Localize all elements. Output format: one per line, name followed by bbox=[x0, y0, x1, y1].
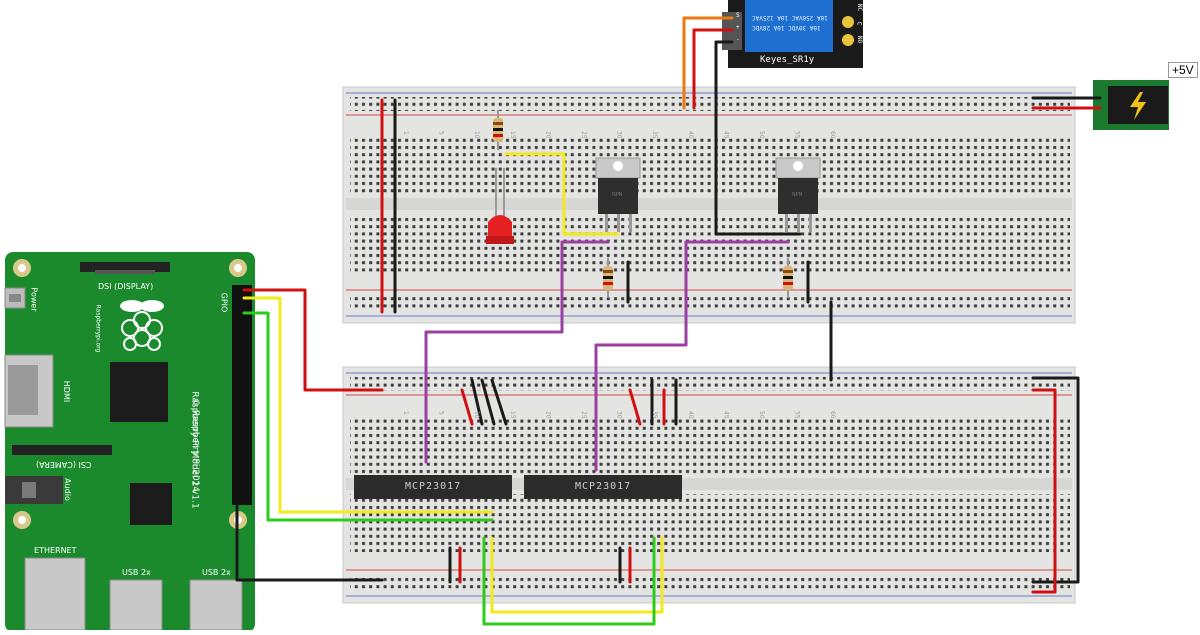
column-number-top-40: 40 bbox=[687, 131, 694, 139]
relay-term-no: NO bbox=[856, 35, 864, 44]
csi-label: CSI (CAMERA) bbox=[36, 460, 92, 469]
breadboard-top bbox=[342, 86, 1076, 324]
column-number-top-45: 45 bbox=[722, 131, 729, 139]
mcp23017-chip-2 bbox=[524, 475, 682, 499]
wire-yellow-i2c-chain bbox=[490, 536, 664, 614]
column-number-top-20: 20 bbox=[544, 131, 551, 139]
relay-pin-minus: - bbox=[736, 36, 740, 43]
column-number-bottom-15: 15 bbox=[509, 411, 516, 419]
chip2-label: MCP23017 bbox=[575, 481, 632, 492]
column-number-bottom-45: 45 bbox=[722, 411, 729, 419]
column-number-top-35: 35 bbox=[651, 131, 658, 139]
column-number-top-5: 5 bbox=[438, 131, 445, 135]
pi-model-line2: © Raspberry Pi 2014 bbox=[190, 397, 201, 493]
column-number-bottom-25: 25 bbox=[580, 411, 587, 419]
usb1-label: USB 2x bbox=[122, 568, 151, 577]
wire-yellow-led-transistor bbox=[504, 152, 620, 236]
wire-purple-chip2-t2 bbox=[594, 240, 790, 472]
resistor-2 bbox=[783, 258, 793, 298]
mcp23017-chip-1 bbox=[354, 475, 512, 499]
column-number-bottom-20: 20 bbox=[544, 411, 551, 419]
dsi-label: DSI (DISPLAY) bbox=[98, 282, 154, 291]
wire-red-right-rail bbox=[1031, 388, 1057, 594]
chip1-label: MCP23017 bbox=[405, 481, 462, 492]
raspberry-logo-text: Raspberrypi.org bbox=[94, 304, 102, 353]
relay-term-c: C bbox=[855, 21, 863, 26]
gpio-label: GPIO bbox=[219, 292, 229, 313]
wire-red-relay bbox=[692, 28, 734, 110]
column-number-top-15: 15 bbox=[509, 131, 516, 139]
wire-orange-relay bbox=[682, 16, 734, 110]
column-number-bottom-60: 60 bbox=[829, 411, 836, 419]
raspberry-logo-icon bbox=[120, 300, 164, 351]
red-led bbox=[486, 168, 514, 244]
wire-red-chip2-a bbox=[628, 388, 642, 426]
npn-transistor-1 bbox=[595, 157, 641, 232]
column-number-top-10: 10 bbox=[473, 131, 480, 139]
wire-black-chip1-b bbox=[480, 378, 496, 426]
wire-red-chip1-a bbox=[460, 388, 474, 426]
wire-red-pi-to-power-rail bbox=[242, 288, 384, 392]
relay-name: Keyes_SR1y bbox=[760, 55, 815, 65]
relay-pin-s: S bbox=[736, 12, 740, 19]
column-number-top-60: 60 bbox=[829, 131, 836, 139]
transistor2-label: NPN bbox=[792, 192, 803, 198]
wire-purple-chip1-t1 bbox=[424, 240, 610, 464]
column-number-top-25: 25 bbox=[580, 131, 587, 139]
wire-black-chip1-c bbox=[490, 378, 508, 426]
column-number-bottom-40: 40 bbox=[687, 411, 694, 419]
column-number-top-50: 50 bbox=[758, 131, 765, 139]
hdmi-label: HDMI bbox=[62, 380, 72, 403]
relay-module bbox=[722, 0, 863, 68]
column-number-bottom-50: 50 bbox=[758, 411, 765, 419]
relay-term-nc: NC bbox=[856, 3, 864, 12]
raspberry-pi-board bbox=[4, 252, 255, 632]
column-number-bottom-55: 55 bbox=[794, 411, 801, 419]
transistor1-label: NPN bbox=[612, 192, 623, 198]
relay-pin-plus: + bbox=[736, 24, 740, 31]
wire-black-chip1-a bbox=[470, 378, 484, 426]
resistor-1 bbox=[603, 258, 613, 298]
wire-black-relay bbox=[714, 40, 802, 236]
column-number-bottom-35: 35 bbox=[651, 411, 658, 419]
resistor-led bbox=[493, 110, 503, 150]
relay-rating-2: 10A 30VDC 10A 28VDC bbox=[752, 24, 821, 31]
power-port-label: Power bbox=[29, 287, 39, 312]
column-number-top-55: 55 bbox=[794, 131, 801, 139]
power-supply-label: +5V bbox=[1168, 62, 1198, 78]
wire-yellow-pi-sda bbox=[242, 296, 494, 514]
relay-rating-1: 10A 250VAC 10A 125VAC bbox=[752, 14, 828, 21]
power-jack bbox=[1093, 80, 1169, 130]
column-number-bottom-30: 30 bbox=[616, 411, 623, 419]
column-number-top-30: 30 bbox=[616, 131, 623, 139]
wire-green-pi-scl bbox=[242, 311, 494, 522]
column-number-bottom-1: 1 bbox=[402, 411, 409, 415]
column-number-top-1: 1 bbox=[402, 131, 409, 135]
wire-green-i2c-chain bbox=[482, 536, 656, 626]
usb2-label: USB 2x bbox=[202, 568, 231, 577]
column-number-bottom-10: 10 bbox=[473, 411, 480, 419]
ethernet-label: ETHERNET bbox=[34, 546, 77, 555]
column-number-bottom-5: 5 bbox=[438, 411, 445, 415]
wire-black-pi-ground bbox=[235, 503, 384, 582]
npn-transistor-2 bbox=[775, 157, 821, 232]
audio-label: Audio bbox=[62, 478, 72, 501]
